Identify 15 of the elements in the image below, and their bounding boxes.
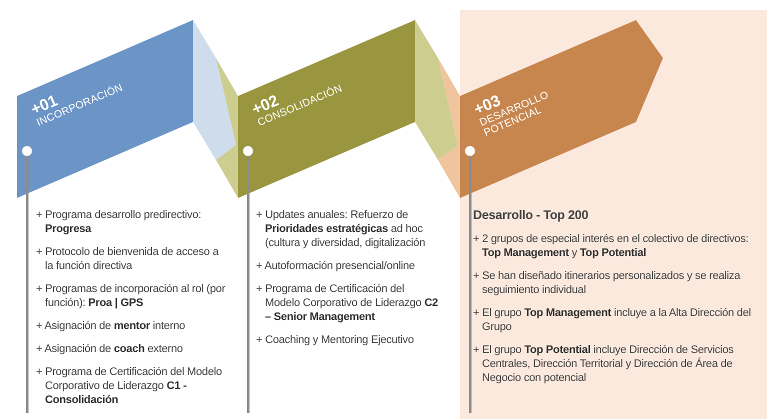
list-item: + Autoformación presencial/online bbox=[256, 259, 416, 273]
list-item: + Programa desarrollo predirectivo: Progresa bbox=[36, 208, 202, 236]
list-item: + El grupo Top Potential incluye Dirección de Servicios Centrales, Dirección Territorial y Dirección de Área de Negocio con potencial bbox=[473, 343, 735, 385]
list-item: + Programa de Certificación del Modelo Corporativo de Liderazgo C1 - Consolidación bbox=[36, 365, 223, 407]
list-item: + Asignación de mentor interno bbox=[36, 319, 186, 333]
list-item: + El grupo Top Management incluye a la Alta Dirección del Grupo bbox=[473, 306, 752, 334]
list-item: + Programas de incorporación al rol (por función): Proa | GPS bbox=[36, 282, 226, 310]
list-item: + Se han diseñado itinerarios personalizados y se realiza seguimiento individual bbox=[473, 269, 742, 297]
list-item: + Asignación de coach externo bbox=[36, 342, 184, 356]
list-item: + Updates anuales: Refuerzo de Prioridades estratégicas ad hoc (cultura y diversidad, digitalización bbox=[256, 208, 426, 250]
list-item: + 2 grupos de especial interés en el colectivo de directivos: Top Management y Top Potential bbox=[473, 232, 750, 260]
section-heading: Desarrollo - Top 200 bbox=[473, 208, 590, 222]
list-item: + Coaching y Mentoring Ejecutivo bbox=[256, 333, 415, 347]
list-item: + Programa de Certificación del Modelo Corporativo de Liderazgo C2 – Senior Management bbox=[256, 282, 439, 324]
list-item: + Protocolo de bienvenida de acceso a la función directiva bbox=[36, 245, 220, 273]
